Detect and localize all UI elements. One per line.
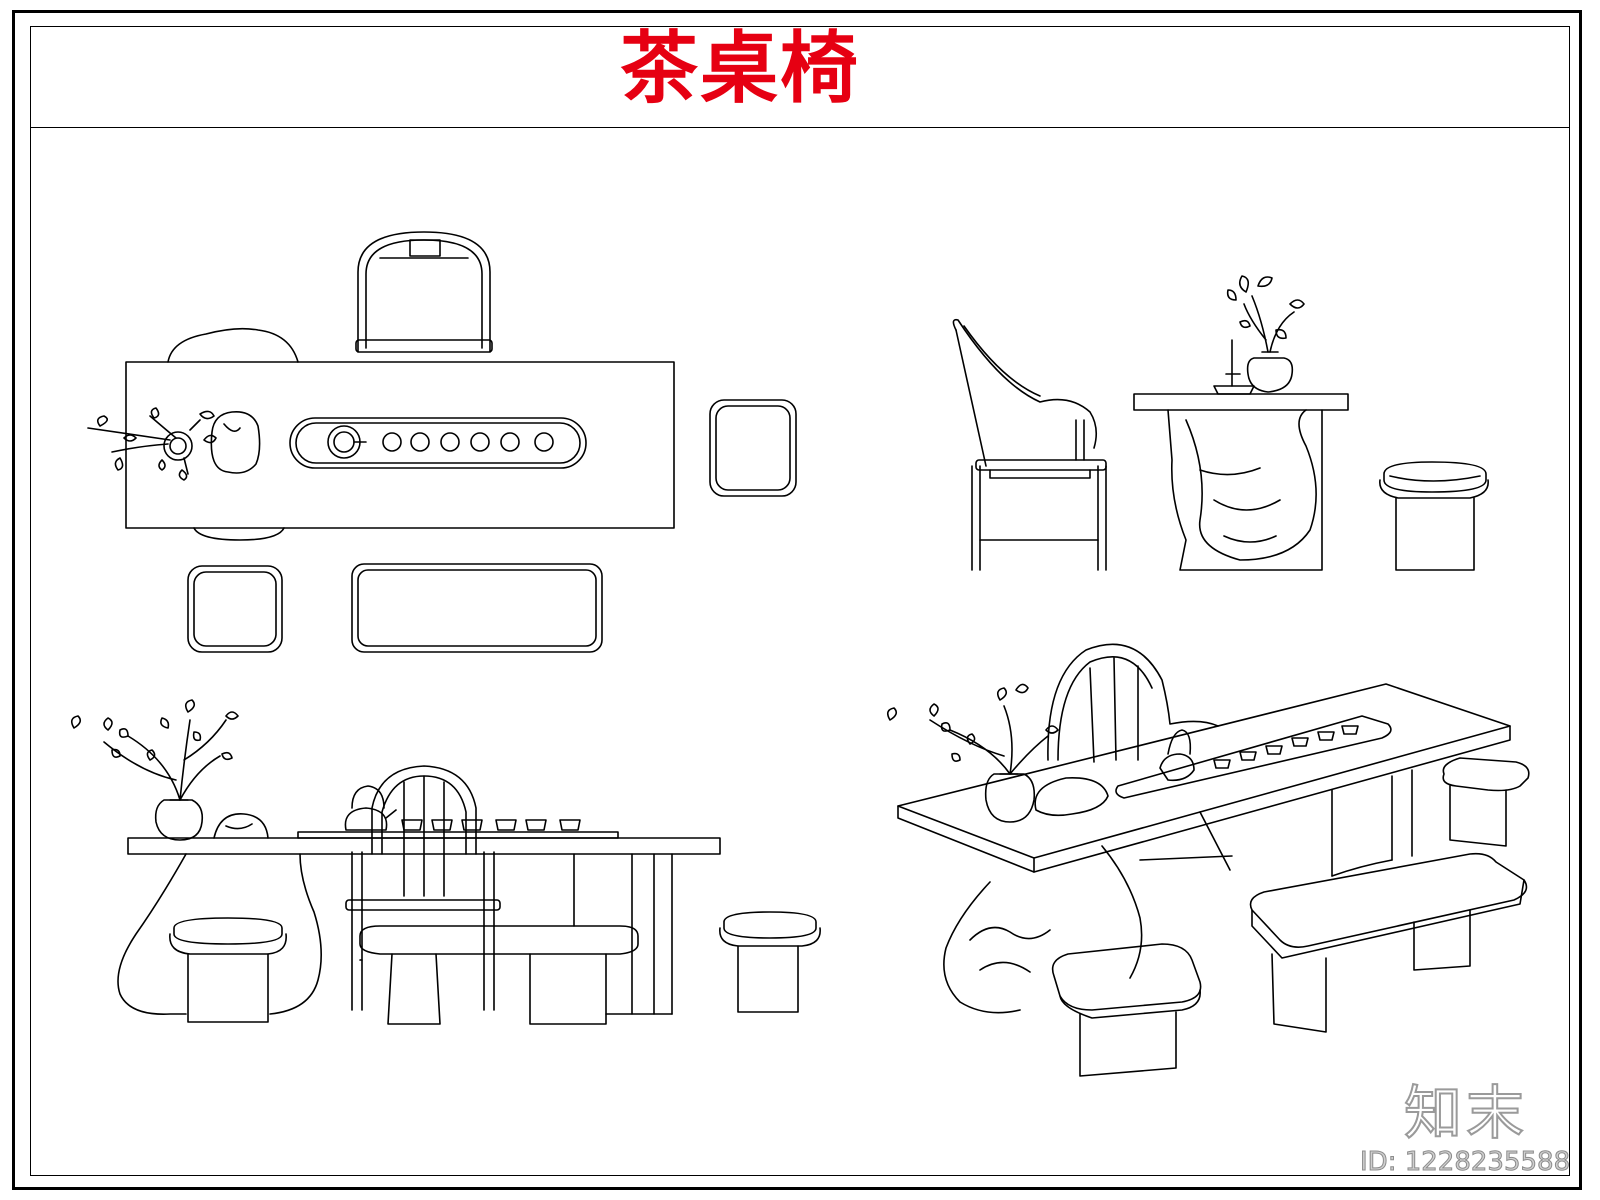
front-drum-stool-left	[169, 917, 287, 1023]
front-drum-stool-right	[719, 911, 821, 1013]
front-armchair	[345, 765, 501, 1011]
persp-rock-base	[943, 845, 1143, 1014]
plan-tea-table	[125, 361, 675, 529]
plan-armchair	[355, 231, 493, 353]
watermark-id: ID: 1228235588	[1359, 1147, 1571, 1178]
persp-stool-front	[1051, 943, 1202, 1077]
plan-stool-under-table	[193, 527, 285, 541]
plan-stool-right	[709, 399, 797, 497]
persp-bench	[1249, 852, 1528, 1033]
side-drum-stool	[1379, 461, 1489, 571]
front-bench	[359, 925, 639, 1025]
persp-armchair	[1047, 643, 1233, 871]
front-tea-set	[297, 785, 619, 839]
side-flower-vase	[1226, 275, 1305, 393]
title-bar	[30, 26, 1570, 128]
plan-tea-tray	[289, 417, 587, 469]
front-flower-vase	[70, 699, 239, 841]
side-elevation	[952, 275, 1489, 571]
outer-border	[12, 10, 1582, 1190]
plan-rock-top	[167, 327, 299, 363]
inner-border	[30, 26, 1570, 1176]
persp-flower-vase	[886, 683, 1059, 823]
side-armchair	[952, 318, 1107, 571]
front-rock-ornament	[213, 813, 269, 839]
plan-stool-bottom	[187, 565, 283, 653]
plan-flower-vase	[87, 407, 217, 481]
plan-rock-ornament	[210, 410, 261, 474]
persp-tea-tray	[1115, 715, 1392, 799]
front-rock-base	[117, 853, 322, 1015]
perspective-view	[886, 643, 1530, 1077]
plan-bench	[351, 563, 603, 653]
front-table-leg	[573, 853, 673, 1015]
side-tea-table	[1133, 393, 1349, 571]
persp-rock-ornament	[1034, 777, 1109, 817]
watermark-brand: 知末	[1403, 1078, 1529, 1148]
persp-table-top	[897, 683, 1511, 873]
page-title: 茶桌椅	[620, 23, 861, 114]
side-incense-tray	[1213, 339, 1255, 395]
persp-table-legs	[1331, 769, 1413, 877]
front-elevation	[70, 699, 821, 1025]
plan-view	[87, 231, 797, 653]
persp-stool-far	[1442, 757, 1530, 847]
